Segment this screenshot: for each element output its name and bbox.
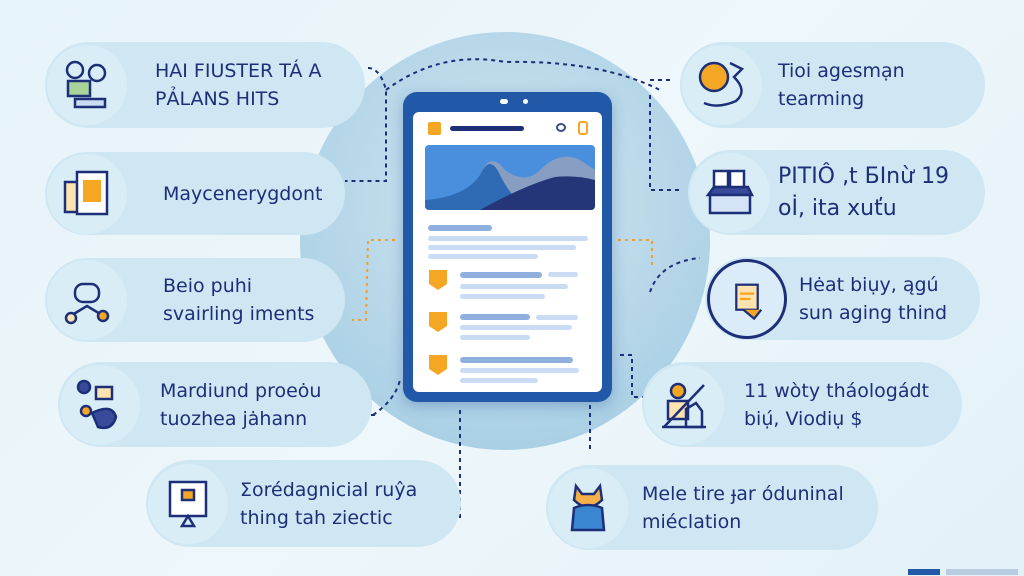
feature-card-right-4[interactable]: 11 wòty tháologádt biụ́, Viodiụ $: [642, 362, 962, 447]
card-title-line: sun aging thind: [799, 301, 948, 324]
hero-image: [425, 145, 595, 210]
feature-card-bottom-2[interactable]: Mele tire ɟar óduninal miéclation: [546, 465, 878, 550]
card-title-line: Maycenerygdont: [163, 182, 323, 205]
phone-mockup: [403, 92, 612, 402]
card-title-line: thing tah ziectic: [240, 506, 393, 529]
notes-icon[interactable]: [578, 121, 588, 135]
card-title-line: tuozhea jȧhann: [160, 407, 308, 430]
mascot-icon: [548, 467, 628, 548]
feature-card-right-3[interactable]: Hėat biụy, ągú sun aging thind: [705, 257, 980, 340]
card-title-line: Ʃorédagnicial ruŷa: [240, 478, 418, 501]
clipboard-icon: [707, 258, 787, 339]
feature-card-left-1[interactable]: HAI FIUSTER TÁ A PẢLANS HITS: [45, 42, 365, 128]
shopping-bag-icon: [60, 364, 140, 445]
card-title-line: Mele tire ɟar óduninal: [642, 482, 844, 505]
menu-icon[interactable]: [428, 122, 441, 135]
card-title-line: Hėat biụy, ągú: [799, 273, 939, 296]
feature-card-right-1[interactable]: Tioi agesmạn tearming: [680, 42, 985, 128]
card-title-line: Mardiund proeȯu: [160, 379, 322, 402]
card-title-line: Tioi agesmạn: [778, 60, 905, 82]
card-title-line: PITIÔ ‚t БInừ 19: [778, 163, 950, 189]
chart-person-icon: [644, 364, 724, 445]
card-title-line: biụ́, Viodiụ $: [744, 407, 863, 430]
card-title-line: oİ, ita xuťu: [778, 195, 897, 221]
feature-card-left-4[interactable]: Mardiund proeȯu tuozhea jȧhann: [58, 362, 372, 447]
card-title-line: HAI FIUSTER TÁ A: [155, 60, 322, 82]
search-icon[interactable]: [556, 123, 566, 132]
feature-card-bottom-1[interactable]: Ʃorédagnicial ruŷa thing tah ziectic: [146, 460, 461, 547]
card-title-line: PẢLANS HITS: [155, 88, 280, 110]
list-badge-icon: [429, 355, 447, 375]
storefront-icon: [690, 152, 770, 233]
card-title-line: 11 wòty tháologádt: [744, 379, 929, 402]
robot-hands-icon: [47, 260, 127, 340]
computer-gears-icon: [47, 45, 127, 125]
monitor-trophy-icon: [148, 463, 228, 544]
card-title-line: tearming: [778, 88, 865, 110]
phone-screen: [413, 112, 602, 392]
feature-card-right-2[interactable]: PITIÔ ‚t БInừ 19 oİ, ita xuťu: [688, 150, 985, 235]
card-title-line: svairling iments: [163, 303, 315, 325]
coin-flag-icon: [682, 45, 762, 125]
list-badge-icon: [429, 312, 447, 332]
list-badge-icon: [429, 270, 447, 290]
feature-card-left-3[interactable]: Beio puhi svairling iments: [45, 258, 345, 342]
card-title-line: miéclation: [642, 510, 742, 533]
card-title-line: Beio puhi: [163, 275, 253, 297]
feature-card-left-2[interactable]: Maycenerygdont: [45, 152, 345, 235]
watermark: [908, 569, 1018, 575]
tablet-coin-icon: [47, 153, 127, 234]
